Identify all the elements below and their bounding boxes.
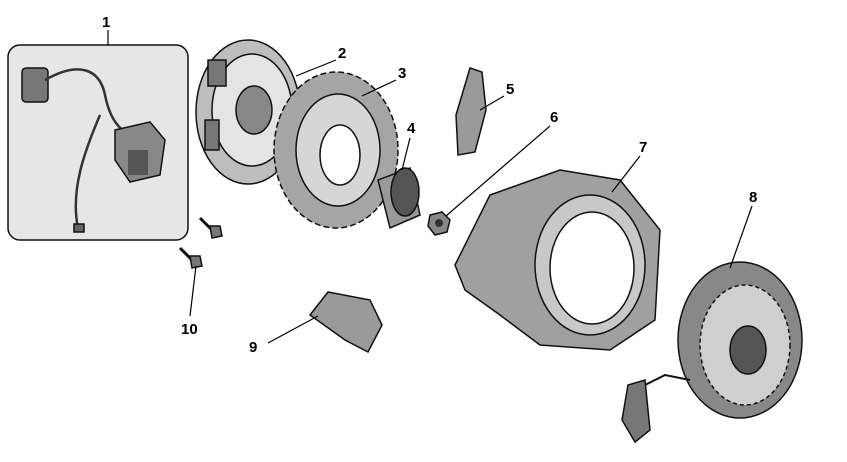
part-5-shroud-plate [455,67,487,156]
part-7-fan-cover [454,169,661,351]
callout-2: 2 [338,45,346,62]
callout-9: 9 [249,339,257,356]
callout-10: 10 [181,321,198,338]
callout-3: 3 [398,65,406,82]
callout-6: 6 [550,109,558,126]
part-1-wiring [7,44,189,241]
callout-5: 5 [506,81,514,98]
callout-4: 4 [407,120,416,137]
part-8-recoil-starter [621,261,803,444]
part-9-bracket [308,291,383,354]
callout-8: 8 [749,189,757,206]
leader-lines [107,30,753,344]
callout-7: 7 [639,139,647,156]
part-10-bolts [178,216,223,269]
callout-1: 1 [102,14,110,31]
part-6-flywheel-nut [427,211,451,236]
part-4-starter-pulley [377,166,421,230]
part-3-flywheel-fan [273,71,399,229]
